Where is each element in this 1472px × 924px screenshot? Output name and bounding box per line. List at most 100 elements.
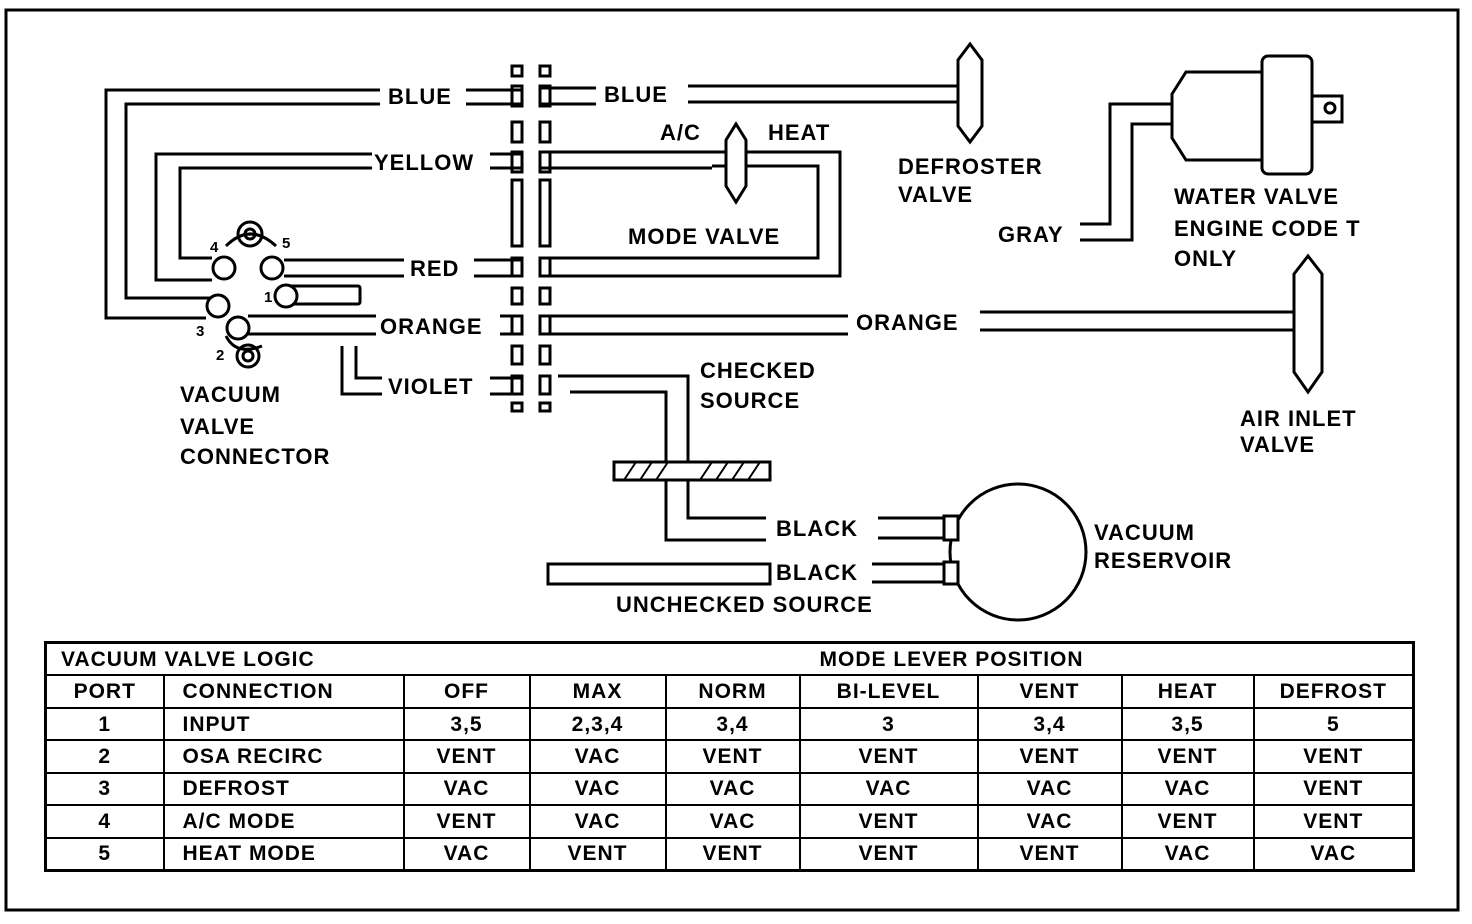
table-cell: VAC [976,804,1123,839]
table-cell: INPUT [162,706,405,742]
table-cell: VAC [528,771,667,807]
table-row: 5 HEAT MODE VAC VENT VENT VENT VENT VAC … [44,836,1415,872]
table-cell: VAC [664,771,801,807]
hose-label-orange-left: ORANGE [380,314,483,339]
table-cell: VENT [528,836,667,872]
hose-label-gray: GRAY [998,222,1064,247]
bulkhead-connector [510,64,552,413]
port-unlabeled [205,293,231,319]
table-cell: 3,5 [1120,706,1255,742]
hose-label-black-bottom: BLACK [776,560,858,585]
table-cell: 4 [44,804,165,839]
port-number-3: 3 [196,323,204,340]
table-cell: 1 [44,706,165,742]
table-row: 2 OSA RECIRC VENT VAC VENT VENT VENT VEN… [44,739,1415,774]
vacuum-valve-connector: 4 5 1 3 2 [196,220,299,369]
table-group-header: MODE LEVER POSITION [529,641,1415,677]
header-connection: CONNECTION [162,674,405,709]
water-valve-label-2: ENGINE CODE T [1174,216,1361,241]
vacuum-reservoir-label-2: RESERVOIR [1094,548,1232,573]
table-title: VACUUM VALVE LOGIC [44,641,530,677]
water-valve [1166,54,1344,176]
table-cell: VENT [1252,804,1415,839]
table-cell: VENT [664,739,801,774]
port-number-4: 4 [210,239,219,256]
table-cell: VAC [664,804,801,839]
hose-label-orange-right: ORANGE [856,310,959,335]
connector-label-1: VACUUM [180,382,281,407]
header-port: PORT [44,674,165,709]
table-cell: 3,5 [402,706,531,742]
port-number-1: 1 [264,289,272,306]
table-cell: VAC [1120,771,1255,807]
table-cell: VENT [402,804,531,839]
table-cell: 2 [44,739,165,774]
vacuum-reservoir [942,482,1088,622]
water-valve-label-3: ONLY [1174,246,1237,271]
table-cell: VENT [976,836,1123,872]
vacuum-valve-logic-table: VACUUM VALVE LOGIC MODE LEVER POSITION P… [44,641,1416,872]
table-cell: VENT [1120,739,1255,774]
table-cell: 3 [798,706,979,742]
air-inlet-valve-label-2: VALVE [1240,432,1315,457]
header-defrost: DEFROST [1252,674,1415,709]
vacuum-reservoir-label-1: VACUUM [1094,520,1195,545]
defroster-valve-label-1: DEFROSTER [898,154,1043,179]
mode-valve [712,121,764,205]
table-cell: VENT [1252,739,1415,774]
table-cell: VENT [798,836,979,872]
water-valve-label-1: WATER VALVE [1174,184,1339,209]
header-vent: VENT [976,674,1123,709]
table-cell: VAC [976,771,1123,807]
table-cell: VAC [528,739,667,774]
mode-valve-ac-label: A/C [660,120,701,145]
table-row: 3 DEFROST VAC VAC VAC VAC VAC VAC VENT [44,771,1415,807]
port-4 [211,255,237,281]
table-row: 4 A/C MODE VENT VAC VAC VENT VAC VENT VE… [44,804,1415,839]
table-cell: VENT [1252,771,1415,807]
table-cell: 5 [44,836,165,872]
table-cell: 3,4 [664,706,801,742]
hose-label-black-top: BLACK [776,516,858,541]
mode-valve-label: MODE VALVE [628,224,780,249]
table-cell: VAC [1252,836,1415,872]
table-header-row: PORT CONNECTION OFF MAX NORM BI-LEVEL VE… [44,674,1415,709]
right-hoses [540,84,1276,586]
defroster-valve-label-2: VALVE [898,182,973,207]
table-cell: VAC [798,771,979,807]
hose-label-red: RED [410,256,459,281]
table-title-row: VACUUM VALVE LOGIC MODE LEVER POSITION [44,641,1415,677]
unchecked-source-label: UNCHECKED SOURCE [616,592,873,617]
table-cell: VAC [528,804,667,839]
defroster-valve [940,41,984,145]
table-cell: 3 [44,771,165,807]
checked-source-label-2: SOURCE [700,388,800,413]
port-number-2: 2 [216,347,224,364]
header-off: OFF [402,674,531,709]
header-bi-level: BI-LEVEL [798,674,979,709]
table-cell: VENT [402,739,531,774]
hose-label-blue-left: BLUE [388,84,452,109]
outer-frame [4,8,1460,912]
table-cell: 2,3,4 [528,706,667,742]
port-1 [273,283,299,309]
header-max: MAX [528,674,667,709]
firewall-hatch [612,460,772,482]
hose-label-violet: VIOLET [388,374,473,399]
table-cell: OSA RECIRC [162,739,405,774]
port-3 [225,315,251,341]
table-cell: VENT [976,739,1123,774]
table-cell: VENT [664,836,801,872]
air-inlet-valve-label-1: AIR INLET [1240,406,1357,431]
table-cell: VENT [798,739,979,774]
table-cell: VENT [798,804,979,839]
hose-label-blue-right: BLUE [604,82,668,107]
table-cell: VAC [402,836,531,872]
table-cell: A/C MODE [162,804,405,839]
left-hoses [104,88,522,396]
air-inlet-valve [1276,253,1324,395]
mode-valve-heat-label: HEAT [768,120,830,145]
header-norm: NORM [664,674,801,709]
connector-label-3: CONNECTOR [180,444,330,469]
